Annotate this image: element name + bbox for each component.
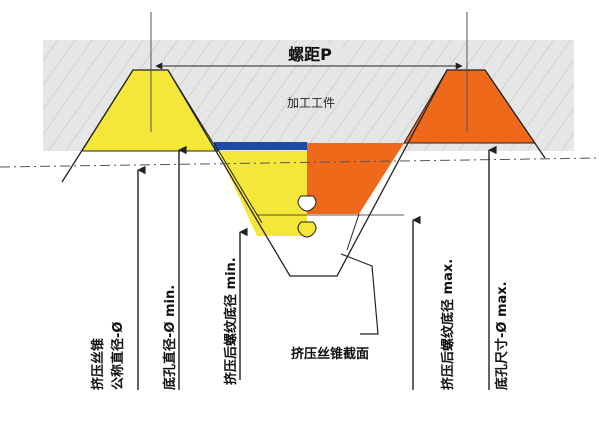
- label-thread-root-min: 挤压后螺纹底径 min.: [223, 257, 239, 385]
- label-thread-root-max: 挤压后螺纹底径 max.: [440, 259, 456, 390]
- label-tap-nominal-1: 挤压丝锥: [90, 338, 106, 390]
- groove-inner-left: [213, 142, 263, 224]
- groove-inner-right: [346, 213, 360, 251]
- label-hole-min: 底孔直径-Ø min.: [162, 285, 178, 390]
- tap-outline: [61, 69, 546, 277]
- label-hole-max: 底孔尺寸-Ø max.: [494, 281, 510, 390]
- puzzle-joint: [297, 195, 317, 212]
- workpiece-label: 加工工件: [287, 96, 335, 110]
- pitch-label-bg: [278, 44, 342, 64]
- leader-tap-section: [340, 253, 379, 335]
- puzzle-joint-lower: [297, 221, 317, 238]
- pitch-label: 螺距P: [288, 45, 332, 64]
- label-tap-section: 挤压丝锥截面: [291, 346, 369, 362]
- blue-strip: [214, 142, 307, 150]
- label-tap-nominal-2: 公称直径-Ø: [110, 322, 126, 390]
- orange-groove-half: [307, 143, 404, 214]
- yellow-groove-half: [218, 151, 307, 236]
